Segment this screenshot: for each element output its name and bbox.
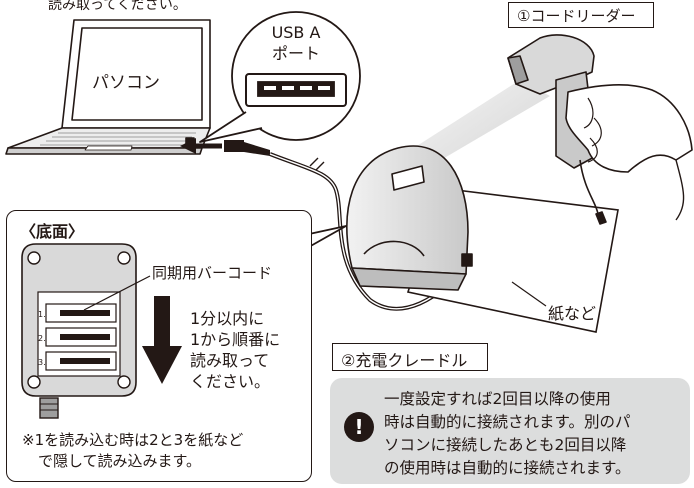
footnote-line: ※1を読み込む時は2と3を紙など bbox=[22, 431, 244, 449]
bottom-view-title: 〈底面〉 bbox=[20, 222, 85, 241]
laptop bbox=[5, 19, 211, 155]
note-text: 一度設定すれば2回目以降の使用 時は自動的に接続されます。別のパ ソコンに接続し… bbox=[384, 388, 630, 480]
barcode-number-3: 3. bbox=[38, 358, 46, 367]
scanner-window bbox=[507, 55, 529, 85]
laptop-touchpad bbox=[84, 145, 133, 151]
cradle-port bbox=[461, 253, 473, 267]
paper-leader-line bbox=[511, 281, 547, 307]
usb-port-label: USB A ポート bbox=[246, 22, 346, 64]
scan-order-instruction: 1分以内に 1から順番に 読み取って ください。 bbox=[190, 308, 280, 392]
usb-port-callout bbox=[199, 11, 361, 143]
insert-arrow-head bbox=[180, 138, 196, 154]
note-line: 時は自動的に接続されます。別のパ bbox=[384, 413, 631, 431]
cradle-window bbox=[391, 165, 425, 191]
cradle-slot bbox=[363, 240, 425, 257]
sync-barcode-label: 同期用バーコード bbox=[152, 264, 273, 282]
usb-plug-head bbox=[224, 140, 244, 152]
note-line: の使用時は自動的に接続されます。 bbox=[384, 459, 631, 477]
exclamation-icon: ! bbox=[344, 412, 374, 442]
footnote-line: で隠して読み込みます。 bbox=[38, 452, 202, 470]
footnote: ※1を読み込む時は2と3を紙など で隠して読み込みます。 bbox=[22, 430, 243, 472]
usb-plug-body bbox=[244, 142, 270, 156]
cradle-shell bbox=[346, 145, 469, 275]
barcode-number-1: 1. bbox=[38, 310, 46, 319]
instruction-line: ください。 bbox=[190, 372, 271, 391]
laptop-keys bbox=[40, 132, 196, 146]
cradle-base bbox=[351, 267, 467, 291]
note-line: 一度設定すれば2回目以降の使用 bbox=[384, 390, 611, 408]
instruction-line: 読み取って bbox=[190, 351, 270, 370]
code-reader-label: ①コードリーダー bbox=[508, 2, 654, 28]
scanner-cord bbox=[579, 159, 599, 215]
note-line: ソコンに接続したあとも2回目以降 bbox=[384, 436, 627, 454]
top-instruction-text: 読み取ってください。 bbox=[48, 0, 187, 13]
instruction-line: 1から順番に bbox=[190, 330, 281, 349]
usb-port-pins bbox=[264, 86, 330, 90]
laptop-screen bbox=[71, 27, 203, 121]
paper-label: 紙など bbox=[548, 304, 597, 323]
charging-cradle-label: ②充電クレードル bbox=[332, 343, 488, 371]
usb-port-label-line2: ポート bbox=[271, 44, 320, 63]
usb-port-slot bbox=[257, 81, 335, 97]
usb-cable bbox=[180, 138, 470, 311]
wrist bbox=[675, 159, 685, 221]
barcode-number-2: 2. bbox=[38, 334, 46, 343]
pc-label: パソコン bbox=[92, 73, 160, 93]
callout-pointer bbox=[199, 111, 263, 143]
fingers bbox=[583, 97, 602, 163]
barcode-scanner bbox=[507, 34, 693, 225]
charging-cradle bbox=[346, 145, 473, 291]
usb-port-label-line1: USB A bbox=[271, 23, 321, 42]
laptop-base-edge bbox=[5, 147, 203, 155]
note-box bbox=[330, 378, 690, 484]
instruction-line: 1分以内に bbox=[190, 309, 265, 328]
cable-break-mark bbox=[309, 157, 325, 171]
